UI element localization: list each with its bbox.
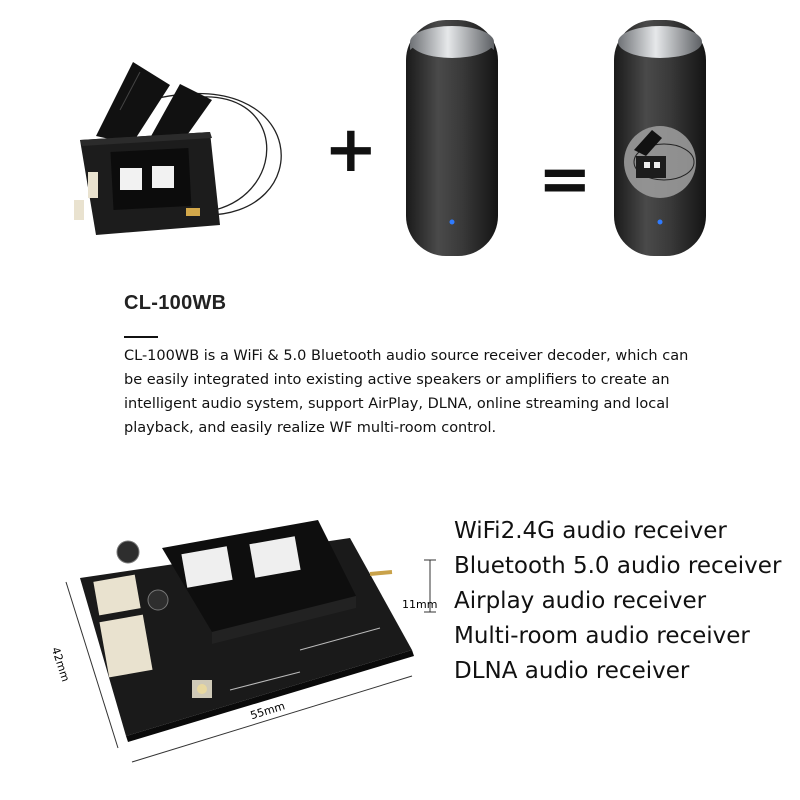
feature-list: WiFi2.4G audio receiver Bluetooth 5.0 au…: [454, 514, 781, 689]
feature-item-wifi: WiFi2.4G audio receiver: [454, 518, 727, 544]
bluetooth-speaker: [406, 20, 498, 256]
height-dimension-label: 11mm: [402, 598, 437, 611]
width-dimension-label: 42mm: [49, 646, 72, 684]
title-underline: [124, 336, 158, 338]
smart-speaker-led-icon: [657, 219, 663, 225]
product-description: CL-100WB is a WiFi & 5.0 Bluetooth audio…: [124, 348, 689, 436]
feature-item-multiroom: Multi-room audio receiver: [454, 623, 750, 649]
top-illustration: [74, 20, 706, 256]
feature-item-bluetooth: Bluetooth 5.0 audio receiver: [454, 553, 782, 579]
speaker-led-icon: [449, 219, 455, 225]
product-model-title: CL-100WB: [124, 292, 227, 314]
dimension-lines: [65, 559, 436, 763]
antenna-cables: [149, 93, 282, 216]
smart-speaker: [614, 20, 706, 256]
board-dimension-illustration: 11mm 42mm 55mm: [49, 520, 437, 763]
feature-item-dlna: DLNA audio receiver: [454, 658, 690, 684]
equals-sign: =: [538, 143, 592, 217]
plus-sign: +: [324, 113, 378, 187]
feature-item-airplay: Airplay audio receiver: [454, 588, 707, 614]
antenna-patches: [96, 62, 212, 148]
wifi-module-board: [74, 132, 220, 235]
stacked-module: [162, 520, 393, 644]
